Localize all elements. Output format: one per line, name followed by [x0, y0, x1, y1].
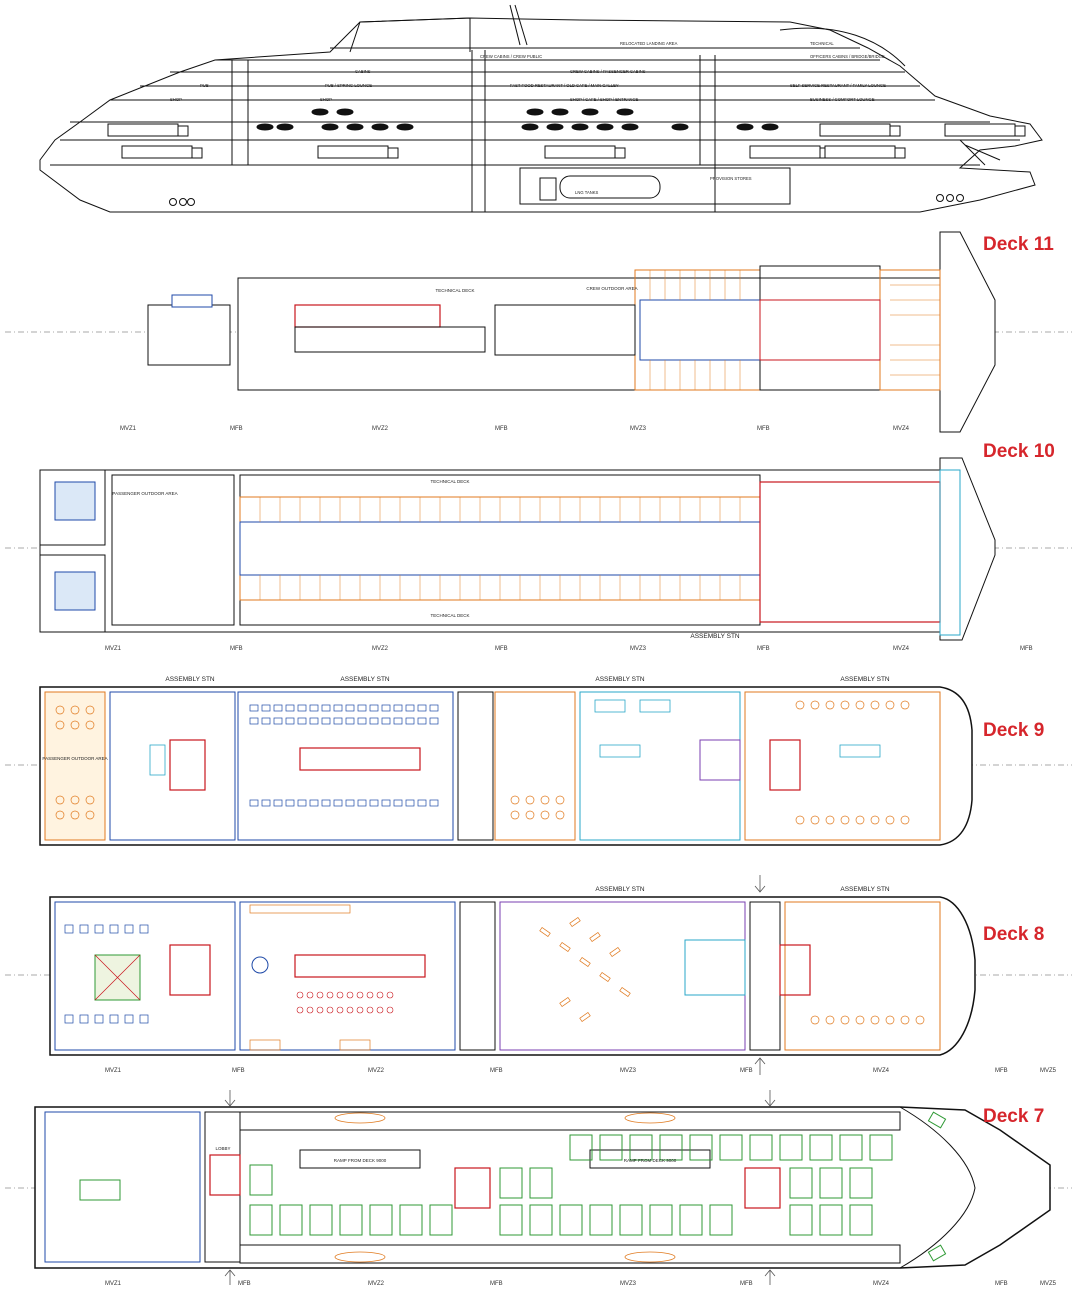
label-technical-deck-10-top: TECHNICAL DECK — [430, 479, 469, 484]
profile-text: RELOCATED LANDING AREA TECHNICAL CREW CA… — [170, 41, 886, 195]
deck-11-title: Deck 11 — [983, 234, 1054, 255]
deck-8-zones: MVZ1 MFB MVZ2 MFB MVZ3 MFB MVZ4 MFB MVZ5 — [105, 1068, 1057, 1074]
zone-mfb2-d11: MFB — [495, 426, 508, 432]
zone-mvz3-d7: MVZ3 — [620, 1281, 637, 1287]
deck-8-plan — [5, 896, 1072, 1056]
zone-mvz2-d10: MVZ2 — [372, 646, 389, 652]
zone-mvz1-d11: MVZ1 — [120, 426, 137, 432]
zone-mvz3-d8: MVZ3 — [620, 1068, 637, 1074]
label-technical-deck-10-bottom: TECHNICAL DECK — [430, 613, 469, 618]
deck-11-zones: MVZ1 MFB MVZ2 MFB MVZ3 MFB MVZ4 — [120, 426, 910, 432]
zone-mfb3-d7: MFB — [740, 1281, 753, 1287]
deck-11-plan — [5, 231, 1072, 433]
zone-mvz4-d8: MVZ4 — [873, 1068, 890, 1074]
label-assembly-10: ASSEMBLY STN — [690, 633, 740, 640]
label-lobby: LOBBY — [215, 1146, 230, 1151]
label-crew-cabins: CREW CABINS / CREW PUBLIC — [480, 54, 542, 59]
zone-mvz3-d10: MVZ3 — [630, 646, 647, 652]
zone-mvz2-d11: MVZ2 — [372, 426, 389, 432]
label-self-service: SELF SERVICE RESTAURANT / FAMILY LOUNGE — [790, 83, 886, 88]
label-passenger-cabins: CREW CABINS / PASSENGER CABINS — [570, 69, 646, 74]
label-technical-deck-11: TECHNICAL DECK — [435, 288, 474, 293]
deck-10-cabin-grid — [259, 497, 741, 600]
zone-mfb2-d10: MFB — [495, 646, 508, 652]
label-assembly-9-a: ASSEMBLY STN — [165, 676, 215, 683]
zone-mvz2-d7: MVZ2 — [368, 1281, 385, 1287]
label-assembly-9-d: ASSEMBLY STN — [840, 676, 890, 683]
zone-mvz4-d10: MVZ4 — [893, 646, 910, 652]
deck-8-furniture — [64, 904, 925, 1051]
zone-mfb4-d8: MFB — [995, 1068, 1008, 1074]
label-technical: TECHNICAL — [810, 41, 834, 46]
label-passenger-outdoor-9: PASSENGER OUTDOOR AREA — [42, 756, 107, 761]
label-ramp-aft: RAMP FROM DECK 9000 — [334, 1158, 387, 1163]
label-shop-mid: SHOP — [320, 97, 332, 102]
label-pub: PUB — [200, 83, 209, 88]
zone-mvz1-d8: MVZ1 — [105, 1068, 122, 1074]
zone-mvz2-d8: MVZ2 — [368, 1068, 385, 1074]
zone-mfb3-d10: MFB — [757, 646, 770, 652]
zone-mfb3-d8: MFB — [740, 1068, 753, 1074]
label-crew-outdoor: CREW OUTDOOR AREA — [586, 286, 637, 291]
zone-mfb1-d7: MFB — [238, 1281, 251, 1287]
deck-7-truck-lanes — [249, 1111, 947, 1262]
label-fast-food: FAST FOOD RESTAURANT / OLD CAFE / MAIN G… — [510, 83, 619, 88]
deck-7-plan — [5, 1106, 1072, 1269]
deck-9-seating — [55, 699, 910, 825]
zone-mvz5-d8: MVZ5 — [1040, 1068, 1057, 1074]
car-glyphs — [256, 108, 779, 131]
label-assembly-8-b: ASSEMBLY STN — [840, 886, 890, 893]
label-passenger-outdoor-10: PASSENGER OUTDOOR AREA — [112, 491, 177, 496]
deck-9-title: Deck 9 — [983, 720, 1044, 741]
label-cabins: CABINS — [355, 69, 371, 74]
zone-mfb4-d7: MFB — [995, 1281, 1008, 1287]
deck-8-title: Deck 8 — [983, 924, 1044, 945]
deck-8-assembly: ASSEMBLY STN ASSEMBLY STN — [595, 886, 890, 893]
label-pub-lounge: PUB / SPRING LOUNGE — [325, 83, 372, 88]
label-shop-cafe: SHOP / CAFE / SHOP / ENTRANCE — [570, 97, 638, 102]
deck-7-title: Deck 7 — [983, 1106, 1044, 1127]
zone-mvz1-d7: MVZ1 — [105, 1281, 122, 1287]
deck-7-zones: MVZ1 MFB MVZ2 MFB MVZ3 MFB MVZ4 MFB MVZ5 — [105, 1281, 1057, 1287]
deck-7-access-arrows — [224, 1090, 776, 1285]
truck-glyphs — [107, 123, 1026, 159]
deck-10-title: Deck 10 — [983, 441, 1055, 462]
deck-11-cabin-grid — [649, 270, 940, 390]
label-ramp-fwd: RAMP FROM DECK 9000 — [624, 1158, 677, 1163]
label-assembly-8-a: ASSEMBLY STN — [595, 886, 645, 893]
label-assembly-9-c: ASSEMBLY STN — [595, 676, 645, 683]
label-landing-area: RELOCATED LANDING AREA — [620, 41, 678, 46]
zone-mfb1-d8: MFB — [232, 1068, 245, 1074]
label-assembly-9-b: ASSEMBLY STN — [340, 676, 390, 683]
zone-mfb4-d10: MFB — [1020, 646, 1033, 652]
zone-mfb1-d10: MFB — [230, 646, 243, 652]
deck-10-plan — [5, 457, 1072, 641]
label-business-lounge: BUSINESS / COMFORT LOUNGE — [810, 97, 875, 102]
label-shop-aft: SHOP — [170, 97, 182, 102]
deck-9-plan — [5, 686, 1072, 846]
zone-mfb2-d7: MFB — [490, 1281, 503, 1287]
zone-mfb3-d11: MFB — [757, 426, 770, 432]
zone-mfb1-d11: MFB — [230, 426, 243, 432]
label-officer-cabins: OFFICERS CABINS / BRIDGE/BRIDGE — [810, 54, 885, 59]
zone-mvz4-d7: MVZ4 — [873, 1281, 890, 1287]
deck-9-assembly: ASSEMBLY STN ASSEMBLY STN ASSEMBLY STN A… — [165, 676, 890, 683]
ship-side-profile — [39, 4, 1043, 213]
zone-mvz5-d7: MVZ5 — [1040, 1281, 1057, 1287]
deck-7-lifeboats — [334, 1112, 676, 1263]
zone-mvz4-d11: MVZ4 — [893, 426, 910, 432]
label-lng-tanks: LNG TANKS — [575, 190, 599, 195]
zone-mvz1-d10: MVZ1 — [105, 646, 122, 652]
zone-mvz3-d11: MVZ3 — [630, 426, 647, 432]
deck-10-zones: MVZ1 MFB MVZ2 MFB MVZ3 MFB MVZ4 MFB — [105, 646, 1033, 652]
deck-8-access-arrows — [754, 875, 766, 1075]
label-provision-stores: PROVISION STORES — [710, 176, 752, 181]
zone-mfb2-d8: MFB — [490, 1068, 503, 1074]
